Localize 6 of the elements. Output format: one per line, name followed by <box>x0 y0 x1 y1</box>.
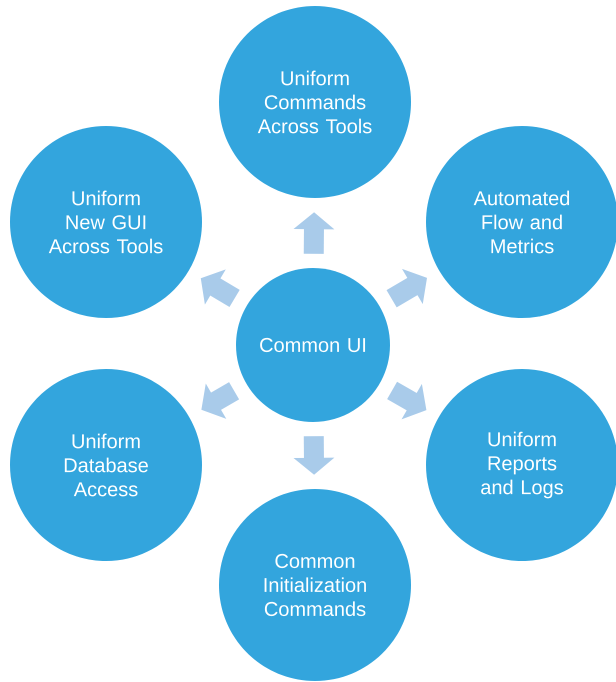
circle-node: Uniform Database Access <box>10 369 202 561</box>
circle-node: Uniform New GUI Across Tools <box>10 126 202 318</box>
circle-node: Common Initialization Commands <box>219 489 411 681</box>
block-arrow <box>386 268 427 308</box>
circle-node: Common UI <box>236 268 390 422</box>
circle-node: Uniform Commands Across Tools <box>219 6 411 198</box>
